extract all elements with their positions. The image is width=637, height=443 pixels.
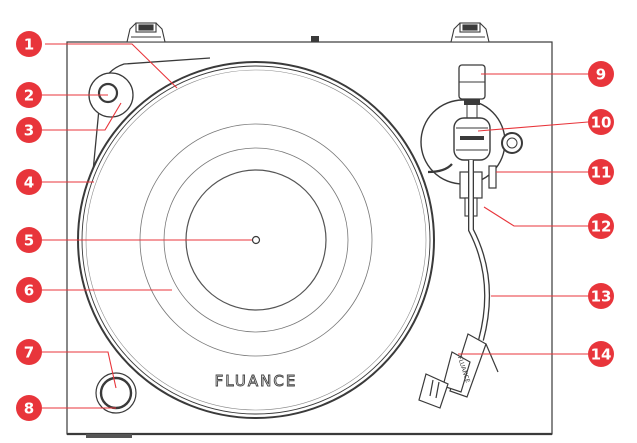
callout-badge bbox=[588, 283, 614, 309]
brand-logo: FLUANCE bbox=[215, 372, 298, 390]
spindle bbox=[251, 235, 261, 245]
arm-rest bbox=[488, 165, 497, 189]
callout-number: 6 bbox=[24, 282, 34, 300]
leader-12 bbox=[483, 206, 588, 227]
callout-badge bbox=[16, 277, 42, 303]
leader-1 bbox=[45, 43, 178, 89]
headshell bbox=[418, 333, 499, 409]
callout-badge bbox=[16, 117, 42, 143]
rear-knob bbox=[311, 36, 319, 42]
callout-badge bbox=[588, 341, 614, 367]
callout-3: 3 bbox=[16, 117, 42, 143]
callout-badge bbox=[16, 31, 42, 57]
callout-14: 14 bbox=[588, 341, 614, 367]
leader-10 bbox=[477, 121, 589, 132]
callout-9: 9 bbox=[588, 61, 614, 87]
callout-badge bbox=[16, 82, 42, 108]
callout-number: 11 bbox=[591, 164, 612, 182]
callout-12: 12 bbox=[588, 213, 614, 239]
speed-knob-inner bbox=[99, 376, 133, 410]
callout-badge bbox=[588, 159, 614, 185]
callout-6: 6 bbox=[16, 277, 42, 303]
rear-connector bbox=[86, 434, 132, 438]
hinge-left bbox=[126, 22, 166, 43]
callout-number: 5 bbox=[24, 232, 34, 250]
callout-badge bbox=[16, 395, 42, 421]
callout-badge bbox=[588, 109, 614, 135]
callout-number: 8 bbox=[24, 400, 34, 418]
callout-number: 12 bbox=[591, 218, 612, 236]
callout-number: 2 bbox=[24, 87, 34, 105]
callout-1: 1 bbox=[16, 31, 42, 57]
callout-badge bbox=[588, 61, 614, 87]
callout-7: 7 bbox=[16, 339, 42, 365]
callout-5: 5 bbox=[16, 227, 42, 253]
callout-8: 8 bbox=[16, 395, 42, 421]
callout-badge bbox=[16, 227, 42, 253]
leader-3 bbox=[42, 102, 122, 131]
callout-number: 9 bbox=[596, 66, 606, 84]
callout-number: 1 bbox=[24, 36, 34, 54]
callout-badge bbox=[588, 213, 614, 239]
callout-number: 7 bbox=[24, 344, 34, 362]
lift-lever bbox=[427, 163, 453, 174]
anti-skate-dial bbox=[501, 132, 523, 154]
callout-number: 4 bbox=[24, 174, 34, 192]
callout-2: 2 bbox=[16, 82, 42, 108]
callout-number: 10 bbox=[591, 114, 612, 132]
callout-10: 10 bbox=[588, 109, 614, 135]
callout-number: 14 bbox=[591, 346, 612, 364]
callout-number: 3 bbox=[24, 122, 34, 140]
callout-badge bbox=[16, 339, 42, 365]
motor-pulley-inner bbox=[97, 82, 119, 104]
callout-badge bbox=[16, 169, 42, 195]
callout-4: 4 bbox=[16, 169, 42, 195]
callout-13: 13 bbox=[588, 283, 614, 309]
leader-lines bbox=[42, 43, 589, 409]
leader-7 bbox=[42, 351, 117, 389]
callout-number: 13 bbox=[591, 288, 612, 306]
hinge-right bbox=[450, 22, 490, 43]
callout-11: 11 bbox=[588, 159, 614, 185]
